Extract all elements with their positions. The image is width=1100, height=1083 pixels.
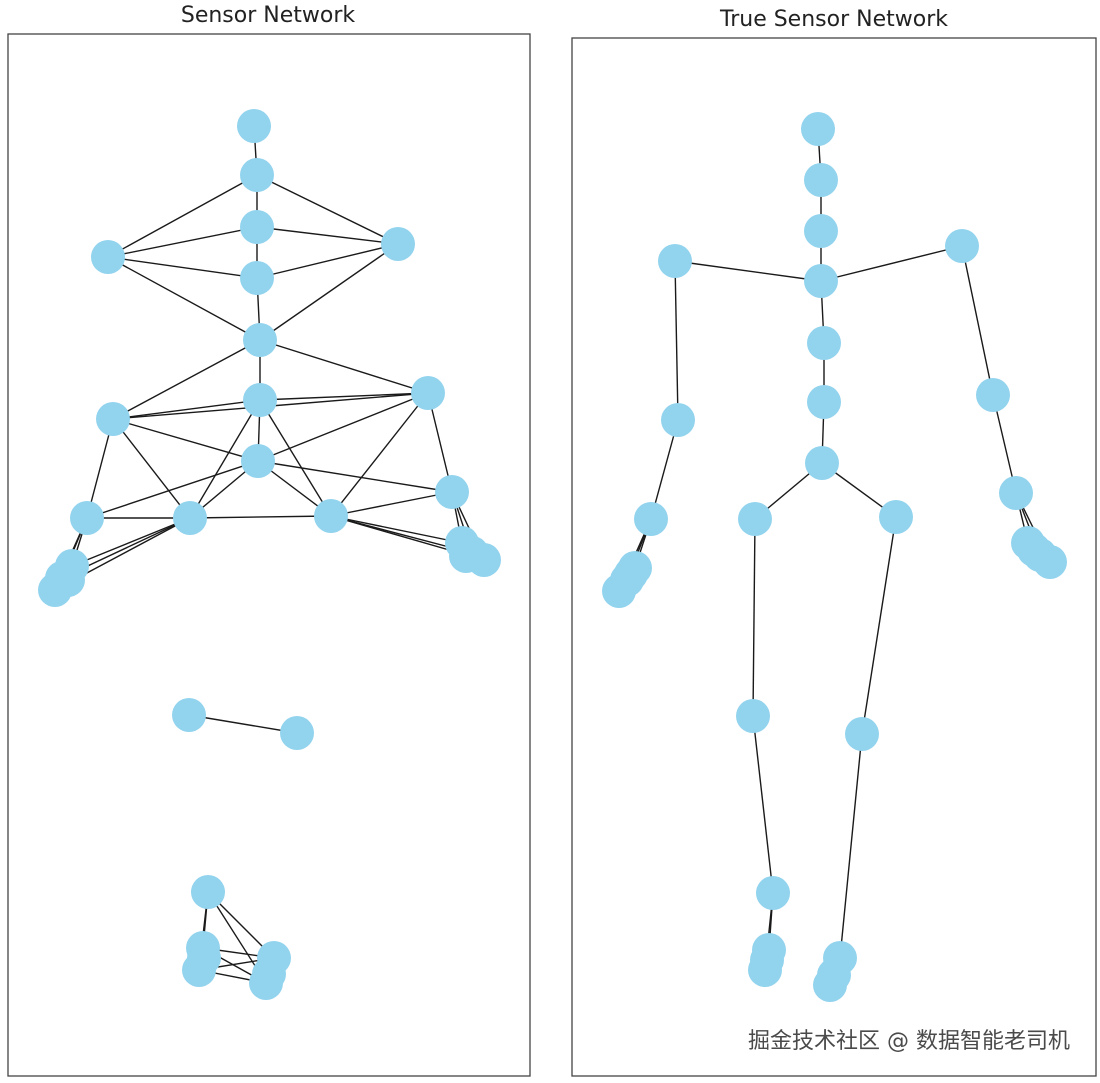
graph-node — [187, 941, 221, 975]
graph-edge — [71, 517, 191, 567]
graph-edge — [674, 260, 679, 421]
graph-edge — [107, 226, 258, 258]
graph-edge — [839, 733, 863, 959]
graph-edge — [259, 243, 399, 341]
graph-edge — [86, 460, 259, 519]
graph-node — [801, 112, 835, 146]
graph-node — [243, 383, 277, 417]
graph-edge — [189, 399, 261, 519]
graph-node — [817, 958, 851, 992]
graph-edge — [256, 243, 399, 279]
graph-node — [252, 957, 286, 991]
graph-edge — [961, 245, 994, 396]
panel-title-true-sensor-network: True Sensor Network — [719, 7, 948, 32]
graph-node — [614, 557, 648, 591]
graph-node — [411, 376, 445, 410]
graph-edge — [674, 260, 822, 282]
graph-node — [807, 326, 841, 360]
graph-edge — [188, 714, 298, 734]
graph-edge — [259, 392, 429, 401]
graph-node — [241, 444, 275, 478]
graph-edge — [112, 339, 261, 420]
graph-node — [976, 378, 1010, 412]
graph-node — [738, 502, 772, 536]
graph-edge — [752, 518, 756, 717]
graph-edge — [330, 515, 463, 544]
graph-node — [736, 699, 770, 733]
graph-edge — [107, 174, 258, 258]
graph-node — [435, 475, 469, 509]
graph-node — [96, 402, 130, 436]
panel-title-sensor-network: Sensor Network — [181, 3, 356, 28]
graph-edge — [112, 399, 261, 420]
graph-node — [240, 210, 274, 244]
graph-node — [381, 227, 415, 261]
graph-node — [661, 403, 695, 437]
graph-node — [51, 563, 85, 597]
graph-edge — [259, 399, 332, 517]
graph-node — [449, 539, 483, 573]
graph-node — [172, 698, 206, 732]
graph-node — [804, 163, 838, 197]
graph-edge — [112, 418, 259, 462]
graph-edge — [112, 418, 191, 519]
graph-node — [314, 499, 348, 533]
graph-node — [805, 446, 839, 480]
graph-node — [879, 500, 913, 534]
panel-frame — [7, 33, 531, 1077]
graph-node — [999, 476, 1033, 510]
graph-node — [240, 158, 274, 192]
graph-edge — [752, 715, 774, 894]
graph-edge — [257, 392, 429, 462]
graph-edge — [330, 491, 453, 517]
graph-edge — [820, 245, 963, 282]
graph-node — [845, 717, 879, 751]
graph-edge — [861, 516, 897, 735]
graph-node — [807, 385, 841, 419]
graph-node — [658, 244, 692, 278]
graph-node — [804, 214, 838, 248]
graph-edge — [330, 392, 429, 517]
panel-true-sensor-network: True Sensor Network — [571, 7, 1097, 1077]
graph-edge — [189, 515, 332, 519]
graph-node — [173, 501, 207, 535]
graph-node — [756, 876, 790, 910]
graph-node — [1017, 533, 1051, 567]
graph-node — [804, 264, 838, 298]
graph-edge — [256, 226, 399, 245]
graph-node — [237, 109, 271, 143]
graph-node — [243, 323, 277, 357]
graph-node — [280, 716, 314, 750]
graph-node — [70, 501, 104, 535]
panel-frame — [571, 37, 1097, 1077]
graph-node — [945, 229, 979, 263]
graph-node — [91, 240, 125, 274]
graph-edge — [256, 174, 399, 245]
graph-edge — [107, 256, 258, 279]
graph-edge — [86, 418, 114, 519]
watermark-text: 掘金技术社区 @ 数据智能老司机 — [748, 1029, 1070, 1054]
node-group — [602, 112, 1067, 1002]
graph-node — [634, 502, 668, 536]
graph-edge — [257, 460, 453, 493]
graph-edge — [650, 419, 679, 520]
graph-edge — [259, 339, 429, 394]
graph-node — [750, 943, 784, 977]
graph-node — [191, 875, 225, 909]
graph-edge — [107, 256, 261, 341]
panel-sensor-network: Sensor Network — [7, 3, 531, 1077]
node-group — [38, 109, 501, 1000]
graph-node — [240, 261, 274, 295]
